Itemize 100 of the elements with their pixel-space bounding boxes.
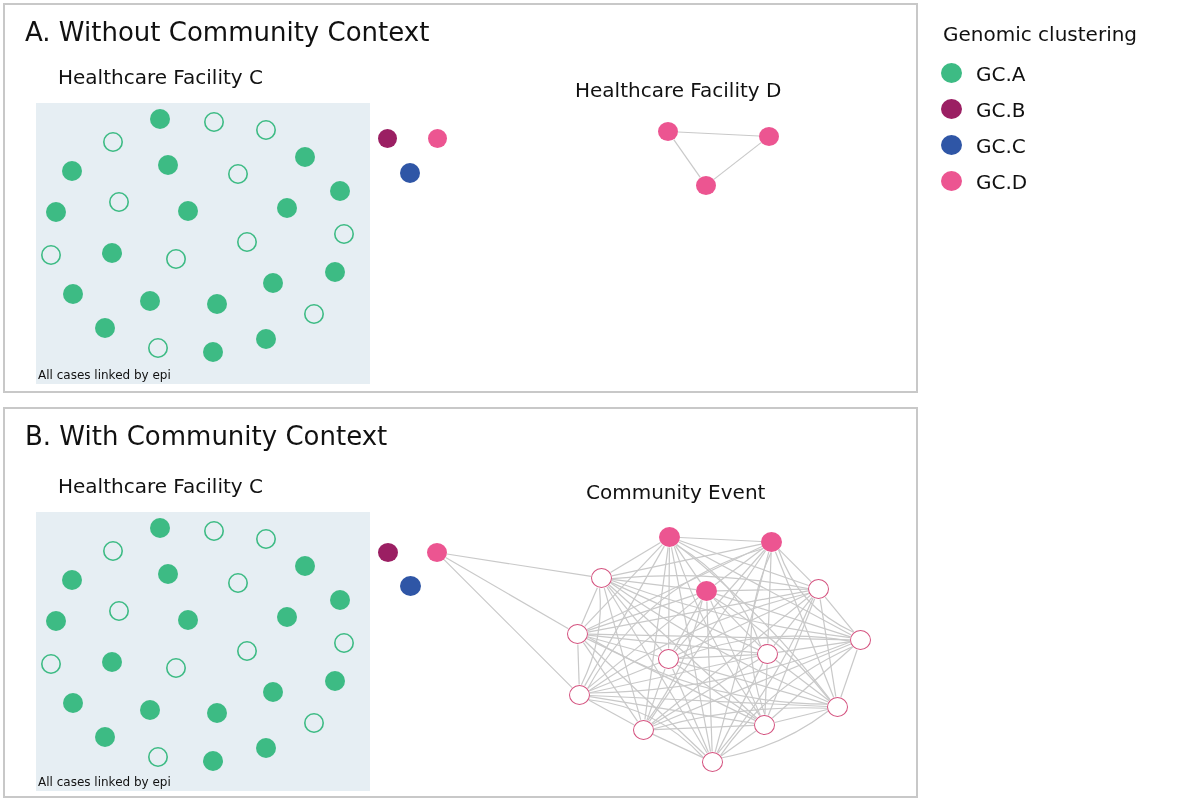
link-line — [589, 696, 755, 724]
link-line — [774, 551, 835, 698]
panel-title: B. With Community Context — [25, 421, 388, 451]
facility-heading: Healthcare Facility C — [58, 474, 263, 498]
link-line — [646, 668, 666, 721]
link-line — [819, 598, 837, 698]
link-line — [644, 546, 669, 721]
link-line — [840, 649, 858, 698]
legend-label: GC.C — [976, 134, 1026, 158]
link-line — [677, 592, 810, 656]
case-dot — [850, 630, 871, 650]
link-line — [775, 659, 830, 702]
link-line — [673, 139, 701, 178]
link-line — [670, 546, 712, 753]
case-dot — [428, 129, 447, 148]
link-line — [586, 545, 763, 631]
link-line — [608, 584, 758, 719]
link-line — [653, 724, 755, 731]
link-line — [582, 642, 639, 722]
link-line — [678, 541, 852, 636]
link-line — [678, 661, 828, 705]
link-line — [647, 599, 703, 722]
link-line — [721, 710, 829, 759]
link-line — [706, 600, 713, 753]
link-line — [720, 730, 757, 757]
link-line — [678, 539, 810, 587]
link-line — [443, 558, 573, 689]
case-dot — [659, 527, 680, 547]
link-line — [713, 597, 761, 648]
case-dot — [400, 576, 421, 596]
link-line — [589, 655, 758, 694]
link-line — [750, 551, 772, 716]
link-line — [716, 662, 764, 754]
link-line — [588, 592, 810, 692]
group-heading: Community Event — [586, 480, 766, 504]
link-line — [610, 581, 759, 651]
link-line — [587, 597, 699, 689]
link-line — [652, 733, 704, 759]
link-line — [580, 587, 601, 686]
link-line — [716, 588, 809, 592]
case-dot — [761, 532, 782, 552]
link-line — [720, 646, 853, 756]
case-dot — [633, 720, 654, 740]
link-line — [611, 579, 851, 639]
link-line — [584, 544, 663, 627]
link-line — [715, 593, 852, 638]
panel-title: A. Without Community Context — [25, 17, 430, 47]
link-line — [446, 553, 592, 577]
link-line — [584, 545, 665, 687]
link-line — [445, 556, 569, 630]
link-line — [603, 587, 642, 721]
link-line — [771, 646, 854, 719]
case-dot — [696, 581, 717, 601]
link-line — [587, 634, 758, 654]
link-line — [607, 585, 663, 652]
link-line — [679, 536, 762, 543]
link-line — [676, 543, 831, 701]
case-dot — [400, 163, 420, 183]
link-line — [651, 658, 760, 726]
link-line — [610, 582, 829, 703]
link-line — [764, 663, 768, 716]
link-line — [713, 597, 831, 701]
facility-note: All cases linked by epi — [38, 775, 171, 789]
case-dot — [658, 122, 678, 141]
link-line — [774, 708, 828, 724]
link-line — [767, 551, 772, 645]
link-line — [609, 541, 662, 574]
facility-heading: Healthcare Facility C — [58, 65, 263, 89]
link-line — [678, 635, 851, 659]
link-line — [589, 641, 851, 694]
link-line — [714, 547, 764, 586]
link-line — [648, 550, 767, 722]
link-line — [586, 638, 756, 721]
link-line — [588, 662, 660, 692]
facility-note: All cases linked by epi — [38, 368, 171, 382]
case-dot — [427, 543, 447, 562]
link-line — [587, 636, 828, 705]
link-line — [672, 668, 709, 753]
link-line — [678, 653, 758, 660]
case-dot — [567, 624, 588, 644]
legend-title: Genomic clustering — [943, 22, 1138, 46]
link-line — [586, 593, 698, 632]
link-line — [587, 636, 659, 657]
link-line — [589, 694, 828, 708]
link-line — [714, 551, 770, 753]
legend-label: GC.A — [976, 62, 1026, 86]
panel-frame — [3, 3, 918, 393]
case-dot — [378, 543, 398, 562]
case-dot — [569, 685, 590, 705]
link-line — [577, 643, 580, 686]
case-dot — [827, 697, 848, 717]
link-line — [611, 575, 809, 590]
legend-label: GC.B — [976, 98, 1026, 122]
case-dot — [808, 579, 829, 599]
case-dot — [696, 176, 716, 195]
case-dot — [754, 715, 775, 735]
link-line — [587, 633, 851, 641]
group-heading: Healthcare Facility D — [575, 78, 782, 102]
link-line — [777, 549, 855, 633]
link-line — [653, 707, 828, 730]
